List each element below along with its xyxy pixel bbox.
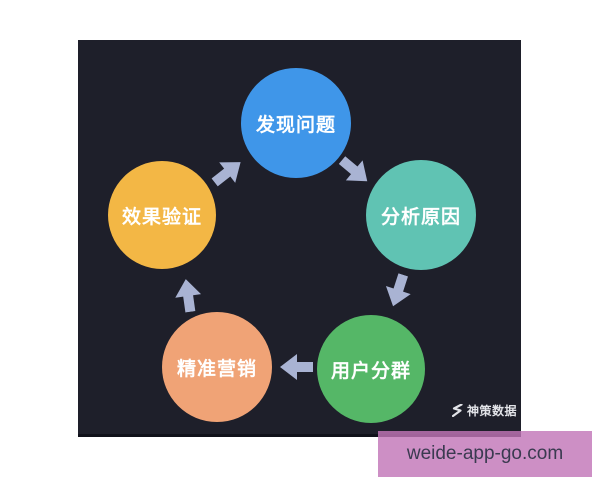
node-effect-verification-label: 效果验证 (121, 205, 202, 228)
node-precision-marketing-label: 精准营销 (176, 357, 257, 380)
arrow-discover-to-analyze-icon (333, 149, 377, 192)
node-analyze-cause: 分析原因 (366, 160, 476, 270)
sensors-data-s-glyph-icon (451, 404, 463, 417)
arrow-analyze-to-segment-icon (379, 271, 416, 312)
sensors-data-logo: 神策数据 (451, 402, 517, 419)
diagram-canvas: 发现问题 分析原因 用户分群 精准营销 效果验证 神策数据 (78, 40, 521, 437)
node-analyze-cause-label: 分析原因 (380, 205, 461, 228)
sensors-data-logo-text: 神策数据 (466, 404, 517, 418)
node-precision-marketing: 精准营销 (162, 312, 272, 422)
arrow-market-to-verify-icon (172, 276, 204, 314)
watermark-text: weide-app-go.com (406, 443, 564, 464)
node-discover-problem: 发现问题 (241, 68, 351, 178)
node-effect-verification: 效果验证 (108, 161, 216, 269)
arrow-segment-to-market-icon (279, 353, 313, 381)
watermark-bar: weide-app-go.com (378, 431, 592, 477)
arrow-verify-to-discover-icon (206, 151, 250, 194)
node-discover-problem-label: 发现问题 (255, 113, 336, 136)
node-user-segmentation: 用户分群 (317, 315, 425, 423)
node-user-segmentation-label: 用户分群 (330, 359, 411, 382)
